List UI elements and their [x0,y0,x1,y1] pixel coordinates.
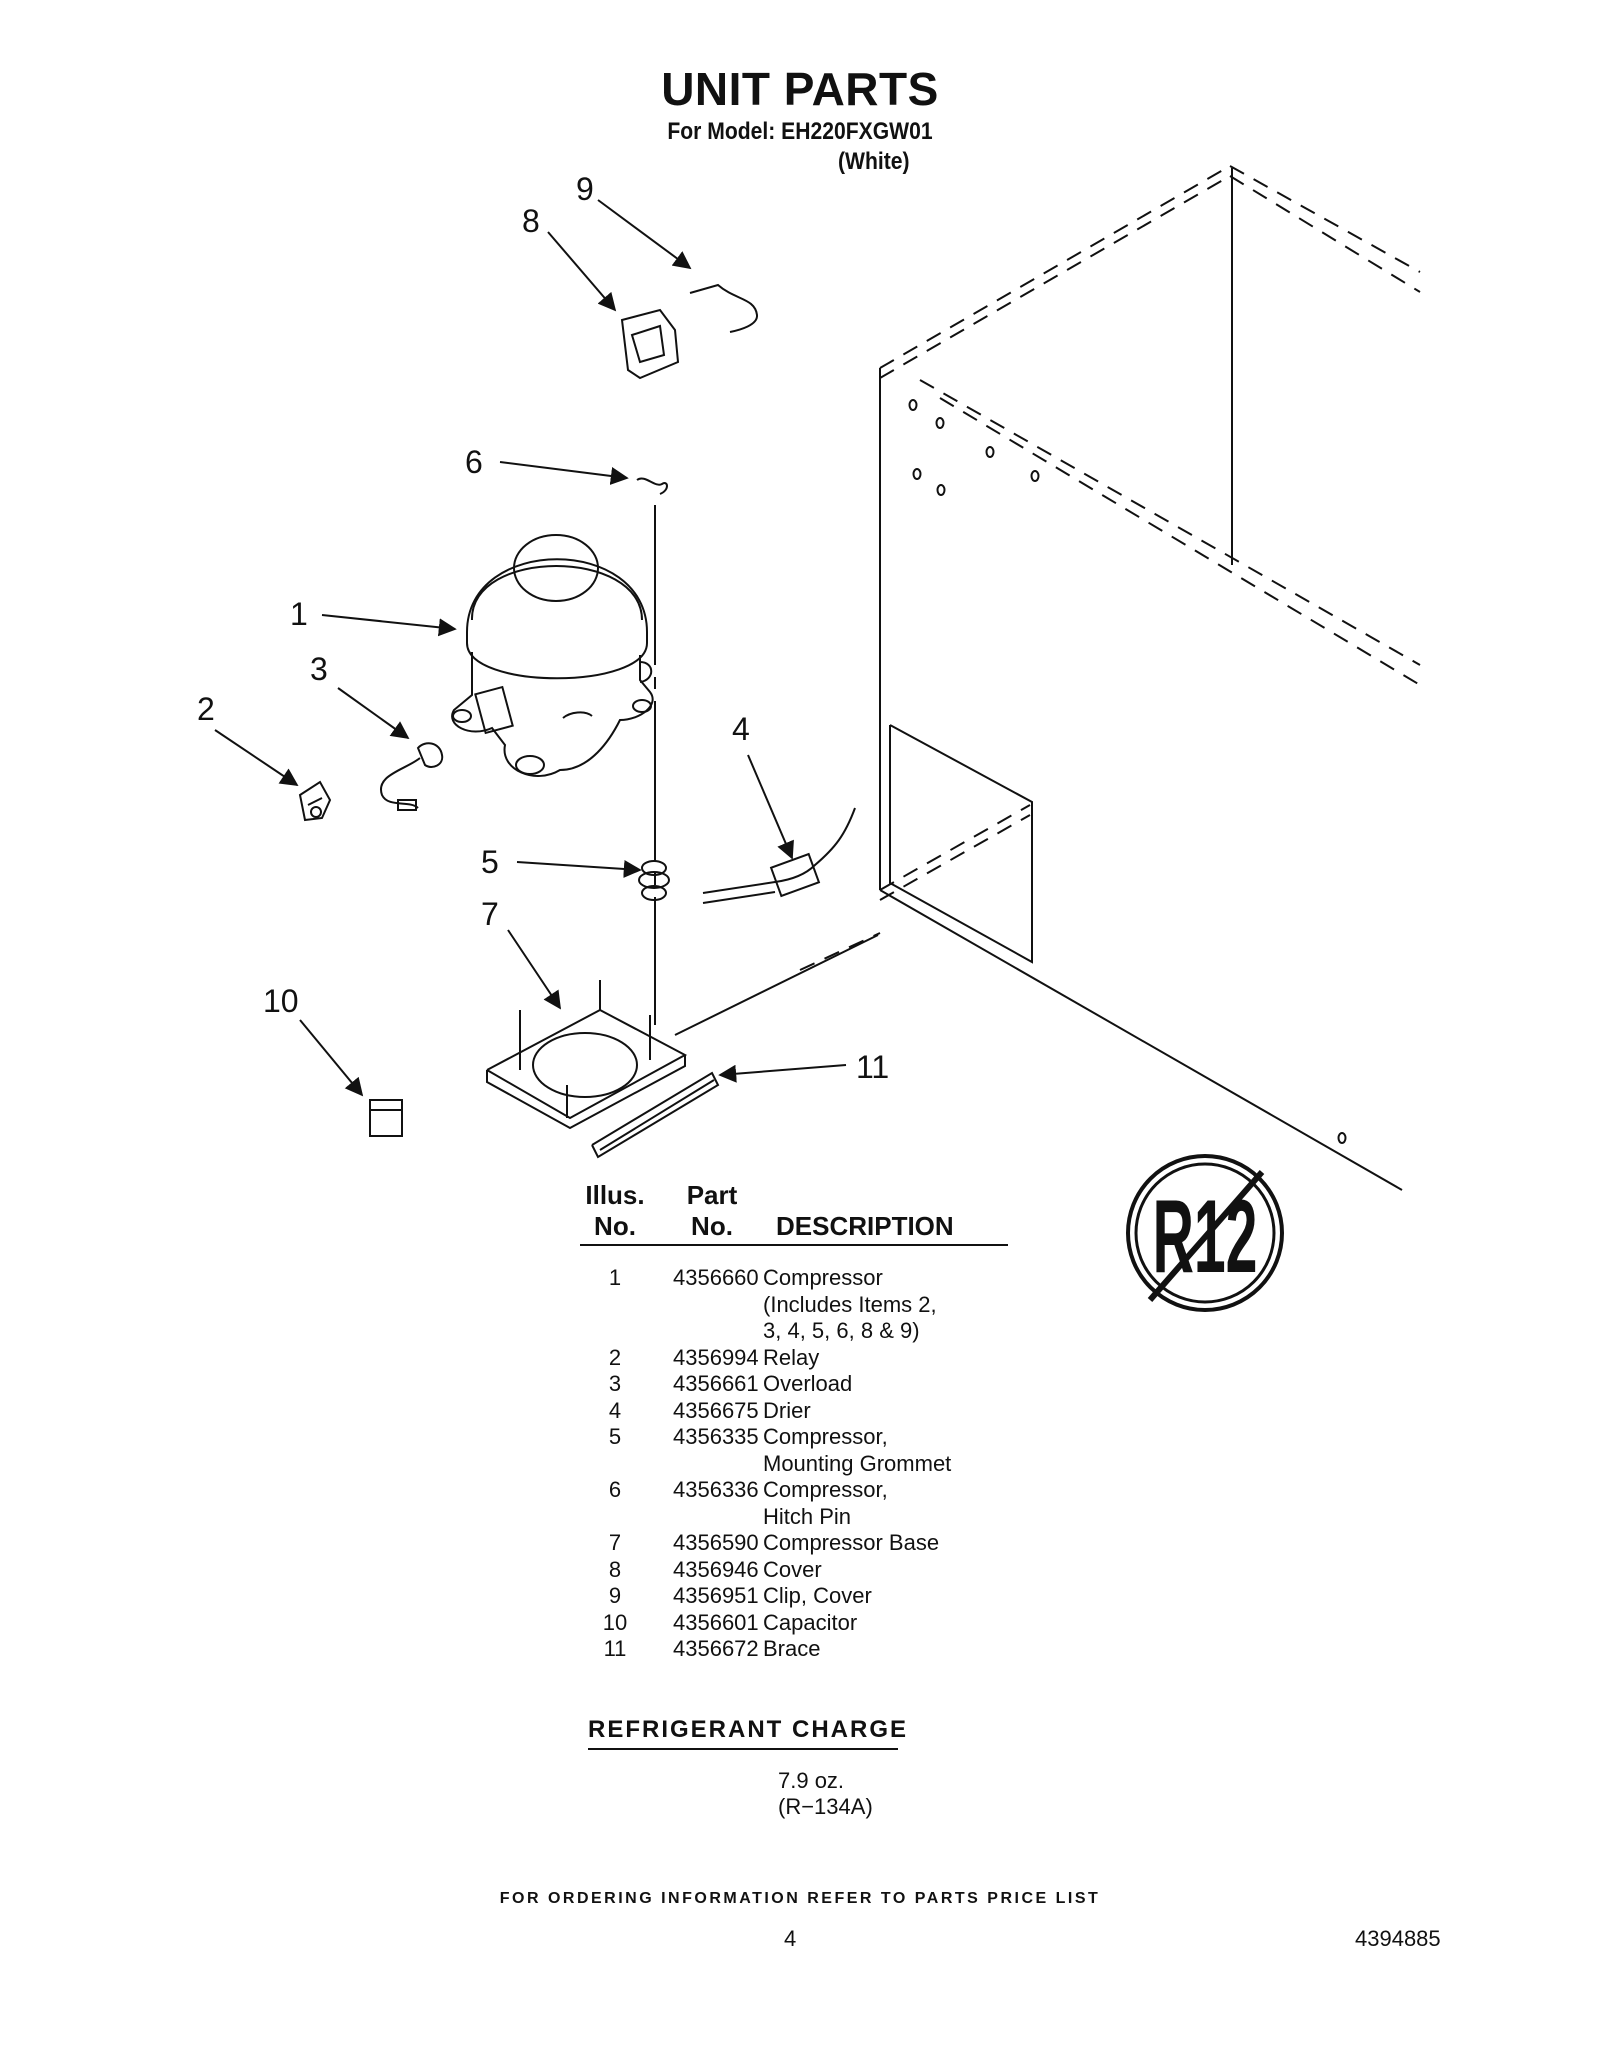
relay-cover [620,308,680,380]
hitch-pin [636,477,668,495]
col-header-part: Part No. [686,1180,738,1241]
drier [702,807,856,904]
refrigerant-type: (R−134A) [778,1794,873,1819]
overload [379,742,444,811]
mount-guide-line [674,934,879,1036]
callout-7: 7 [481,896,499,932]
parts-table: 1 4356660 Compressor(Includes Items 2,3,… [575,1265,1075,1663]
refrigerant-heading-rule [588,1748,898,1750]
table-header-rule [580,1244,1008,1246]
table-row: 2 4356994 Relay [608,1344,820,1370]
callout-2: 2 [197,691,215,727]
document-number: 4394885 [1355,1926,1441,1951]
callout-5: 5 [481,844,499,880]
model-color: (White) [838,148,910,175]
callout-11: 11 [856,1049,889,1085]
ordering-footer-note: FOR ORDERING INFORMATION REFER TO PARTS … [499,1890,1101,1907]
callout-6: 6 [465,444,483,480]
table-row: 4 4356675 Drier [608,1397,811,1423]
table-row: 7 4356590 Compressor Base [608,1530,940,1555]
callout-3: 3 [310,651,328,687]
cabinet-holes [908,399,1347,1144]
refrigerant-amount: 7.9 oz. [778,1768,845,1793]
col-header-description: DESCRIPTION [776,1211,954,1241]
relay [298,780,332,822]
cabinet-outline [799,165,1421,971]
callout-8: 8 [522,203,540,239]
callout-9: 9 [576,171,594,207]
table-row: 6 4356336 Compressor,Hitch Pin [608,1477,888,1529]
capacitor [369,1099,403,1137]
model-number: For Model: EH220FXGW01 [667,118,933,145]
leader-lines [214,199,847,1097]
cover-clip [689,283,758,333]
callout-4: 4 [732,711,750,747]
compressor-base [486,980,688,1130]
page-title: UNIT PARTS [661,63,939,115]
callout-10: 10 [263,983,299,1019]
callout-numbers: 1 2 3 4 5 6 7 8 9 10 11 [197,171,889,1085]
refrigerant-charge-heading: REFRIGERANT CHARGE [588,1716,909,1743]
cabinet-bottom-edge [879,889,1403,1191]
table-row: 3 4356661 Overload [608,1371,853,1396]
col-header-illus: Illus. No. [585,1180,645,1241]
table-row: 8 4356946 Cover [608,1556,822,1582]
access-panel [889,724,1033,964]
compressor [451,534,654,777]
brace [591,1071,720,1159]
page-number: 4 [784,1926,797,1951]
no-r12-symbol: R12 [1126,1154,1284,1312]
callout-1: 1 [290,596,308,632]
table-row: 5 4356335 Compressor,Mounting Grommet [608,1424,952,1476]
table-row: 1 4356660 Compressor(Includes Items 2,3,… [608,1265,937,1343]
mounting-grommet [638,860,670,901]
table-row: 11 4356672 Brace [603,1636,821,1661]
table-row: 9 4356951 Clip, Cover [608,1583,872,1608]
table-row: 10 4356601 Capacitor [602,1609,858,1635]
